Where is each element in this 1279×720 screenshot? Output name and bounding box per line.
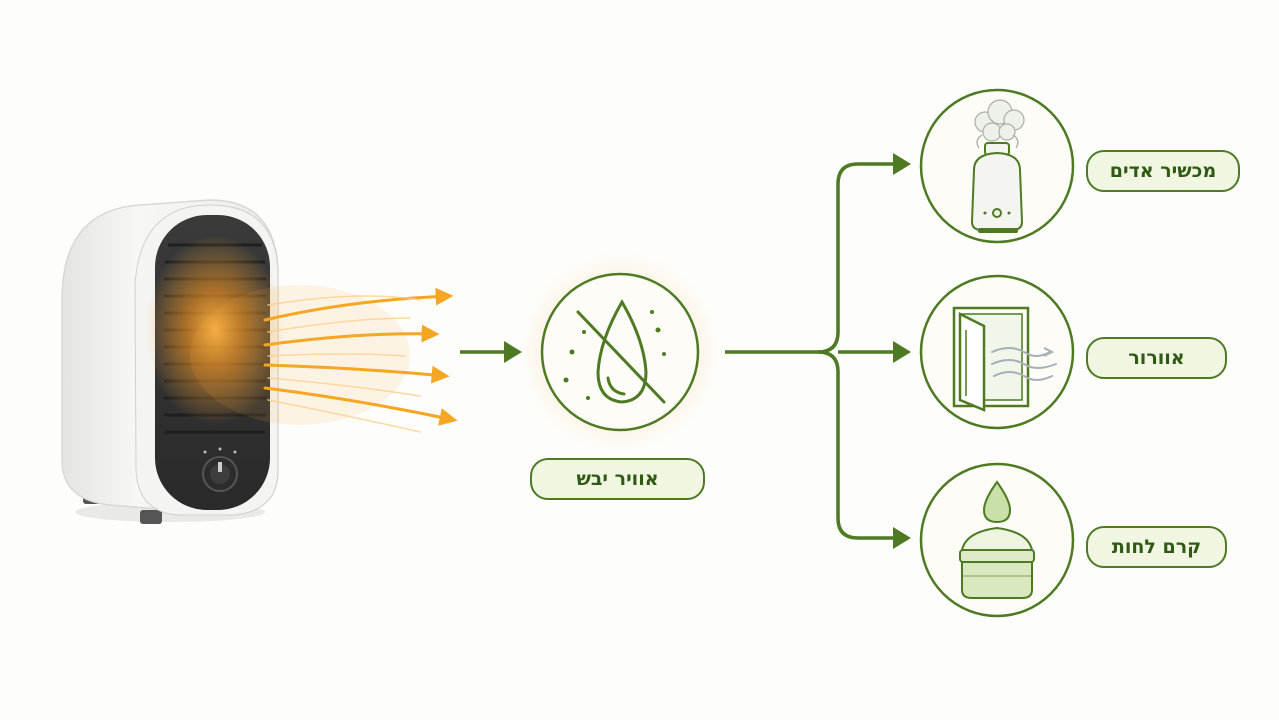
moisturizer-label: קרם לחות: [1086, 526, 1227, 568]
humidifier-node: [919, 88, 1075, 244]
space-heater-icon: [61, 199, 285, 524]
moisturizer-node: [919, 462, 1075, 618]
ventilation-label: אוורור: [1086, 337, 1227, 379]
ventilation-node: [919, 274, 1075, 430]
dry-air-no-drop-icon: [576, 299, 666, 404]
dry-particles: [563, 310, 666, 400]
branch-arrows: [725, 162, 895, 540]
arrow-to-dry-air: [460, 341, 522, 363]
dry-air-node: [520, 252, 720, 452]
moisturizer-cream-jar-icon: [959, 480, 1035, 599]
humidifier-icon: [970, 99, 1025, 233]
humidifier-label: מכשיר אדים: [1086, 150, 1240, 192]
open-window-airflow-icon: [952, 306, 1057, 412]
heat-flow-arrows: [190, 285, 458, 433]
heater-knob: [202, 447, 238, 492]
dry-air-label: אוויר יבש: [530, 458, 705, 500]
branch-arrowheads: [893, 153, 911, 549]
